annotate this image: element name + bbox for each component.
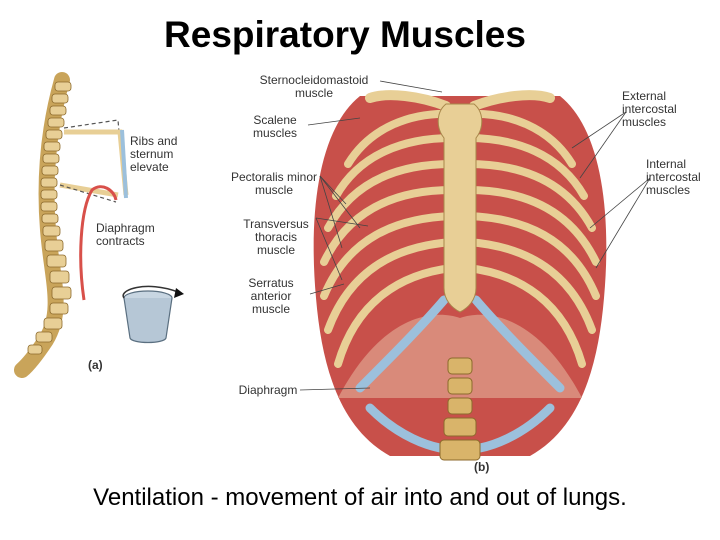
label-pectoralis-minor: Pectoralis minor muscle (230, 170, 318, 197)
label-diaphragm: Diaphragm (238, 383, 298, 397)
panel-a-id: (a) (88, 358, 103, 372)
slide-caption: Ventilation - movement of air into and o… (93, 484, 627, 511)
ribs (320, 109, 600, 453)
rib-outline (59, 119, 129, 203)
diaphragm-line (79, 185, 118, 301)
rib-cage-diagram (299, 80, 651, 461)
clavicles (365, 90, 555, 111)
label-internal-intercostal: Internal intercostal muscles (646, 157, 701, 197)
label-transversus-thoracis: Transversus thoracis muscle (243, 217, 309, 257)
label-diaphragm-contracts: Diaphragm contracts (96, 221, 155, 248)
label-sternocleidomastoid: Sternocleidomastoid muscle (259, 73, 369, 100)
label-serratus-anterior: Serratus anterior muscle (248, 276, 294, 316)
label-ribs-elevate: Ribs and sternum elevate (130, 134, 178, 174)
bucket-icon (122, 285, 184, 344)
leader-lines (299, 80, 651, 391)
sternum (437, 103, 483, 313)
slide-title: Respiratory Muscles (164, 14, 526, 55)
lumbar-spine (439, 357, 481, 461)
spine-diagram (14, 72, 184, 378)
label-scalene: Scalene muscles (252, 113, 297, 140)
panel-b-id: (b) (474, 460, 490, 474)
diaphragm-dome (338, 314, 582, 398)
label-external-intercostal: External intercostal muscles (622, 89, 677, 129)
vertebral-column (14, 72, 72, 378)
